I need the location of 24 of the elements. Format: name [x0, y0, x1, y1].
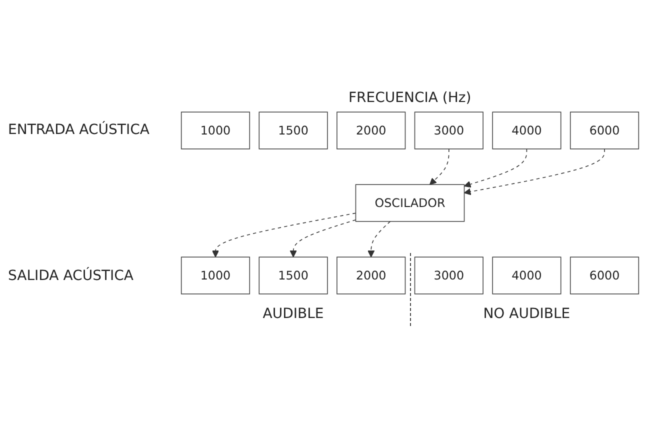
text-label: AUDIBLE [262, 306, 324, 322]
node-box: 4000 [492, 256, 562, 294]
node-box: 1000 [180, 112, 250, 150]
node-box: 3000 [414, 112, 484, 150]
arrow [464, 148, 528, 188]
arrow [290, 219, 356, 258]
arrow [429, 148, 450, 185]
text-label: FRECUENCIA (Hz) [348, 90, 472, 106]
node-box: 3000 [414, 256, 484, 294]
node-box: 1500 [258, 256, 328, 294]
node-box: 2000 [336, 112, 406, 150]
node-box: 1500 [258, 112, 328, 150]
node-box: 6000 [570, 256, 640, 294]
node-box: 4000 [492, 112, 562, 150]
arrow [464, 148, 605, 196]
text-label: NO AUDIBLE [483, 306, 570, 322]
node-box: OSCILADOR [355, 184, 465, 222]
node-box: 6000 [570, 112, 640, 150]
node-box: 2000 [336, 256, 406, 294]
arrow [212, 212, 356, 258]
node-box: 1000 [180, 256, 250, 294]
text-label: ENTRADA ACÚSTICA [8, 122, 150, 138]
text-label: SALIDA ACÚSTICA [8, 268, 134, 284]
arrow [368, 221, 391, 258]
